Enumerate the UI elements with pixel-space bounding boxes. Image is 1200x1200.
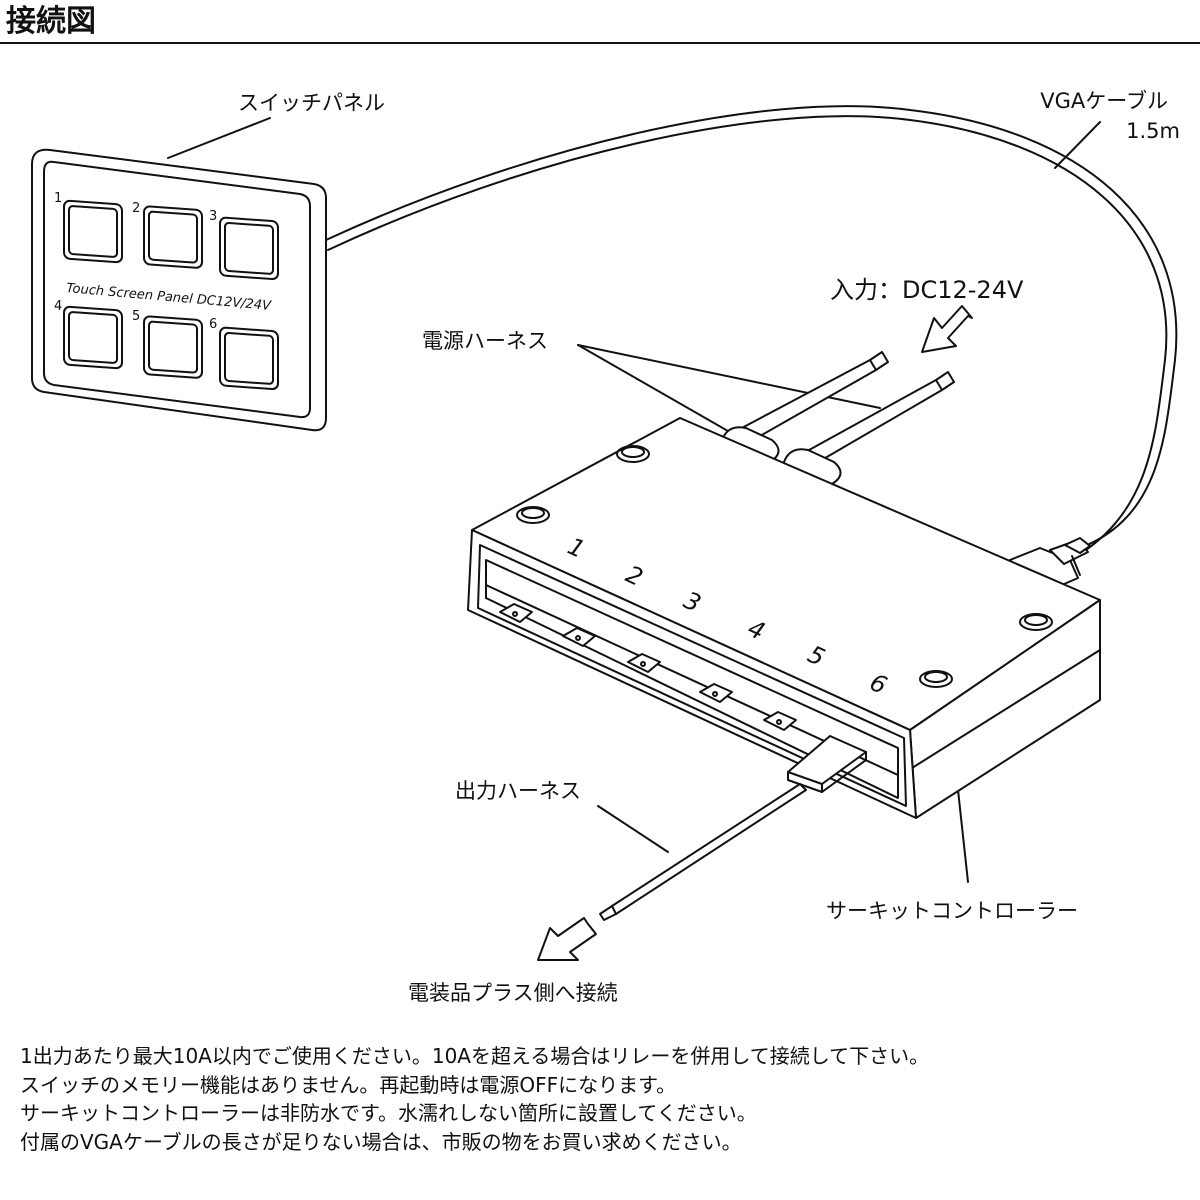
title-rule — [0, 42, 1200, 44]
panel-number-2: 2 — [132, 201, 140, 216]
vga-cable — [325, 105, 1178, 561]
panel-number-4: 4 — [54, 299, 62, 314]
label-input: 入力：DC12-24V — [830, 276, 1024, 304]
leader-power-2 — [577, 344, 881, 409]
note-item: スイッチのメモリー機能はありません。再起動時は電源OFFになります。 — [20, 1072, 677, 1097]
note-item: 1出力あたり最大10A以内でご使用ください。10Aを超える場合はリレーを併用して… — [20, 1044, 930, 1068]
label-output-harness: 出力ハーネス — [455, 779, 581, 803]
panel-number-5: 5 — [132, 309, 140, 324]
panel-button-1 — [63, 199, 123, 264]
panel-button-5 — [143, 315, 203, 379]
leader-output — [597, 805, 669, 853]
label-vga-length: 1.5m — [1126, 119, 1180, 143]
label-power-harness: 電源ハーネス — [422, 329, 548, 353]
panel-number-6: 6 — [209, 317, 217, 332]
switch-panel — [31, 148, 327, 432]
output-harness — [599, 735, 867, 921]
label-connect-to: 電装品プラス側へ接続 — [408, 981, 618, 1005]
panel-number-1: 1 — [54, 191, 62, 206]
label-circuit-controller: サーキットコントローラー — [826, 899, 1078, 923]
leader-vga — [1054, 121, 1101, 169]
note-item: 付属のVGAケーブルの長さが足りない場合は、市販の物をお買い求めください。 — [20, 1129, 742, 1154]
label-vga-cable: VGAケーブル — [1040, 89, 1168, 113]
vga-connector — [1009, 537, 1091, 589]
panel-button-2 — [143, 205, 203, 269]
panel-button-3 — [219, 216, 279, 281]
page-title: 接続図 — [6, 4, 96, 39]
circuit-controller — [467, 417, 1101, 819]
panel-number-3: 3 — [209, 209, 217, 224]
panel-button-4 — [63, 305, 123, 370]
input-arrow-icon — [921, 305, 973, 353]
output-arrow-icon — [537, 917, 597, 961]
note-item: サーキットコントローラーは非防水です。水濡れしない箇所に設置してください。 — [20, 1101, 757, 1125]
leader-controller — [957, 789, 969, 883]
label-switch-panel: スイッチパネル — [238, 91, 385, 115]
panel-button-6 — [219, 326, 279, 391]
notes-list: 1出力あたり最大10A以内でご使用ください。10Aを超える場合はリレーを併用して… — [20, 1042, 1190, 1156]
leader-switch-panel — [167, 117, 271, 159]
connection-diagram: Touch Screen Panel DC12V/24V 1 2 3 4 5 6… — [31, 89, 1180, 1005]
